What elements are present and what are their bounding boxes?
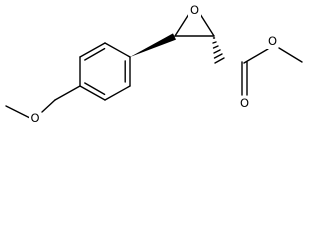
ring-bond bbox=[79, 42, 106, 58]
hash-line bbox=[213, 49, 221, 54]
ester-group: O O bbox=[238, 34, 303, 111]
ester-oxygen-bg bbox=[266, 34, 279, 49]
methoxy-bond bbox=[54, 85, 81, 101]
ring-bond bbox=[104, 42, 131, 58]
ester-oxygen-label: O bbox=[268, 34, 277, 48]
methoxy-oxygen-bg bbox=[29, 111, 41, 126]
hashed-wedge-bond bbox=[212, 37, 225, 64]
epoxide-c-o-bond bbox=[199, 13, 215, 37]
carbonyl-oxygen-label: O bbox=[240, 96, 249, 110]
benzene-ring bbox=[79, 42, 131, 101]
epoxide-ring: O bbox=[130, 3, 215, 57]
hash-line bbox=[212, 45, 219, 49]
carbonyl-oxygen-bg bbox=[238, 96, 251, 111]
hash-line bbox=[214, 57, 225, 64]
epoxide-c-o-bond bbox=[174, 13, 190, 37]
epoxide-oxygen-label: O bbox=[190, 3, 199, 17]
wedge-bond bbox=[130, 33, 176, 57]
methoxy-group: O bbox=[5, 85, 81, 126]
ring-double-bond bbox=[84, 47, 106, 61]
ester-methyl-bond bbox=[278, 47, 303, 63]
ester-bond bbox=[243, 48, 269, 64]
ring-bond bbox=[79, 85, 106, 101]
epoxide-oxygen-bg bbox=[188, 3, 201, 18]
ring-double-bond bbox=[84, 82, 106, 96]
methoxy-oxygen-label: O bbox=[30, 111, 39, 125]
methoxy-methyl-bond bbox=[5, 105, 31, 119]
hash-line bbox=[213, 53, 223, 59]
ring-bond bbox=[104, 85, 131, 101]
chemical-structure: O O O O bbox=[5, 3, 303, 126]
methoxy-bond bbox=[41, 99, 56, 113]
hash-line bbox=[212, 41, 217, 44]
